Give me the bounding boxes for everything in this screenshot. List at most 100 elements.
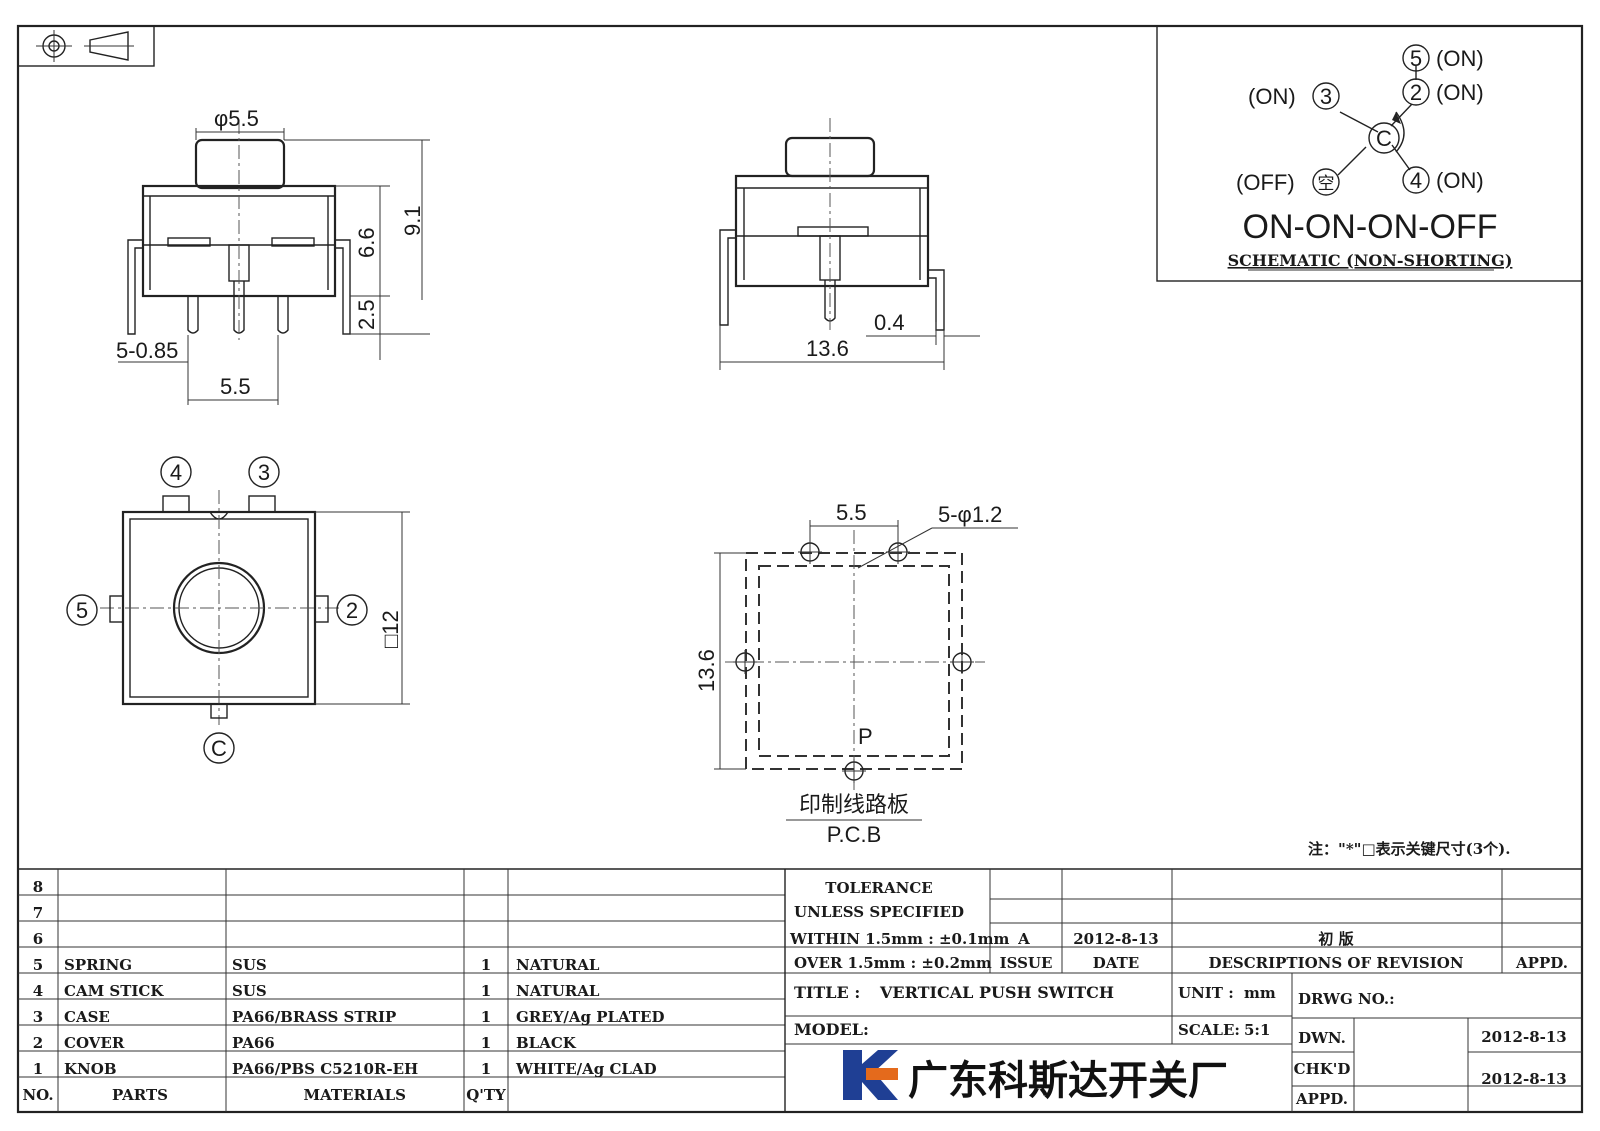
svg-text:CASE: CASE	[64, 1008, 110, 1026]
terminal-4-icon	[1402, 166, 1430, 194]
svg-text:3: 3	[258, 460, 270, 485]
svg-text:(ON): (ON)	[1436, 168, 1484, 193]
svg-text:3: 3	[1320, 84, 1332, 109]
bom-header-parts: PARTS	[112, 1086, 168, 1104]
terminal-c-icon	[203, 732, 235, 764]
svg-text:5: 5	[1410, 46, 1422, 71]
title-label: TITLE :	[794, 983, 860, 1002]
svg-text:4: 4	[170, 460, 182, 485]
dim-pcb-side: 13.6	[694, 649, 719, 692]
svg-text:PA66/BRASS STRIP: PA66/BRASS STRIP	[232, 1008, 396, 1026]
svg-text:COVER: COVER	[64, 1034, 125, 1052]
dim-pins: 5-0.85	[116, 338, 178, 363]
svg-text:SUS: SUS	[232, 956, 267, 974]
terminal-5-icon	[66, 594, 98, 626]
sheet-border	[16, 24, 1584, 1114]
svg-text:1: 1	[481, 956, 491, 974]
terminal-off-icon	[1312, 168, 1340, 196]
svg-text:C: C	[211, 736, 227, 761]
scale-value: 5:1	[1244, 1021, 1270, 1039]
svg-text:SUS: SUS	[232, 982, 267, 1000]
svg-text:1: 1	[481, 1008, 491, 1026]
svg-text:(ON): (ON)	[1436, 46, 1484, 71]
svg-text:NATURAL: NATURAL	[516, 956, 600, 974]
svg-text:PA66: PA66	[232, 1034, 275, 1052]
pcb-hole-icon	[842, 759, 866, 783]
terminal-4-icon	[160, 456, 192, 488]
dim-pcb-holes: 5-φ1.2	[938, 502, 1002, 527]
svg-text:CAM STICK: CAM STICK	[64, 982, 164, 1000]
header-issue: ISSUE	[1000, 954, 1053, 972]
svg-text:BLACK: BLACK	[516, 1034, 577, 1052]
bom-row: 1 KNOB PA66/PBS C5210R-EH 1 WHITE/Ag CLA…	[33, 1060, 657, 1078]
terminal-2-icon	[1402, 78, 1430, 106]
bom-header-qty: Q'TY	[466, 1086, 506, 1104]
svg-text:2: 2	[1410, 80, 1422, 105]
svg-text:1: 1	[481, 982, 491, 1000]
company-name: 广东科斯达开关厂	[908, 1058, 1228, 1104]
bom-header-no: NO.	[22, 1086, 53, 1104]
tolerance-within: WITHIN 1.5mm : ±0.1mm	[789, 930, 1010, 948]
approved-label: APPD.	[1295, 1090, 1348, 1108]
svg-text:NATURAL: NATURAL	[516, 982, 600, 1000]
unit-value: mm	[1244, 984, 1276, 1002]
svg-text:1: 1	[481, 1034, 491, 1052]
svg-text:1: 1	[33, 1060, 43, 1078]
checked-label: CHK'D	[1294, 1060, 1351, 1078]
dim-pcb-pitch: 5.5	[836, 500, 867, 525]
schematic-panel: C 5 (ON) 2 (ON) 3 (ON) 4 (ON) 空 (OFF) ON…	[1156, 25, 1583, 282]
header-appd: APPD.	[1515, 954, 1568, 972]
terminal-5-icon	[1402, 44, 1430, 72]
drawn-date: 2012-8-13	[1481, 1028, 1567, 1046]
rev-date: 2012-8-13	[1073, 930, 1159, 948]
pcb-point-label: P	[858, 724, 873, 749]
svg-text:PA66/PBS C5210R-EH: PA66/PBS C5210R-EH	[232, 1060, 418, 1078]
header-date: DATE	[1093, 954, 1139, 972]
svg-text:(ON): (ON)	[1436, 80, 1484, 105]
common-terminal-icon	[1368, 122, 1400, 154]
dim-side-width: 13.6	[806, 336, 849, 361]
tolerance-unless: UNLESS SPECIFIED	[794, 903, 964, 921]
side-view: 13.6 0.4	[719, 118, 980, 370]
bom-row: 3 CASE PA66/BRASS STRIP 1 GREY/Ag PLATED	[33, 1008, 665, 1026]
drawn-label: DWN.	[1298, 1029, 1346, 1047]
front-view: φ5.5 6.6 2.5 9.1 5-0.85 5.5	[116, 106, 430, 405]
unit-label: UNIT :	[1178, 984, 1234, 1002]
company-logo-icon	[843, 1050, 898, 1100]
dim-total-height: 9.1	[400, 205, 425, 236]
bom-table: 8 7 6 5 SPRING SUS 1 NATURAL 4 CAM STICK…	[18, 868, 1582, 1112]
scale-label: SCALE:	[1178, 1021, 1240, 1039]
dim-body-height: 6.6	[354, 227, 379, 258]
bom-row: 2 COVER PA66 1 BLACK	[33, 1034, 577, 1052]
svg-text:空: 空	[1318, 174, 1335, 194]
svg-text:GREY/Ag PLATED: GREY/Ag PLATED	[516, 1008, 665, 1026]
rev-description: 初 版	[1318, 930, 1353, 948]
svg-text:WHITE/Ag CLAD: WHITE/Ag CLAD	[515, 1060, 657, 1078]
bom-no: 8	[33, 878, 43, 896]
svg-text:2: 2	[33, 1034, 43, 1052]
bom-header-materials: MATERIALS	[303, 1086, 406, 1104]
pcb-view: P 5.5 5-φ1.2 13.6 印制线路板 P.C.B	[694, 500, 1018, 847]
svg-text:3: 3	[33, 1008, 43, 1026]
dim-side-offset: 0.4	[874, 310, 905, 335]
drawing-number-label: DRWG NO.:	[1298, 990, 1395, 1008]
svg-text:5: 5	[76, 598, 88, 623]
dim-pin-pitch: 5.5	[220, 374, 251, 399]
svg-text:SPRING: SPRING	[64, 956, 132, 974]
projection-symbol-icon	[17, 25, 155, 67]
checked-date: 2012-8-13	[1481, 1070, 1567, 1088]
tolerance-title: TOLERANCE	[825, 879, 932, 897]
terminal-2-icon	[336, 594, 368, 626]
title-block: TOLERANCE UNLESS SPECIFIED WITHIN 1.5mm …	[785, 869, 1582, 1112]
top-view: 4 3 5 2 C □12	[66, 456, 410, 764]
svg-text:4: 4	[33, 982, 43, 1000]
pcb-hole-icon	[733, 650, 757, 674]
svg-text:(ON): (ON)	[1248, 84, 1296, 109]
drawing-title: VERTICAL PUSH SWITCH	[879, 983, 1114, 1002]
svg-text:2: 2	[346, 598, 358, 623]
pcb-hole-icon	[950, 650, 974, 674]
pcb-label-en: P.C.B	[827, 822, 882, 847]
svg-text:(OFF): (OFF)	[1236, 170, 1295, 195]
dim-knob-diameter: φ5.5	[214, 106, 259, 131]
